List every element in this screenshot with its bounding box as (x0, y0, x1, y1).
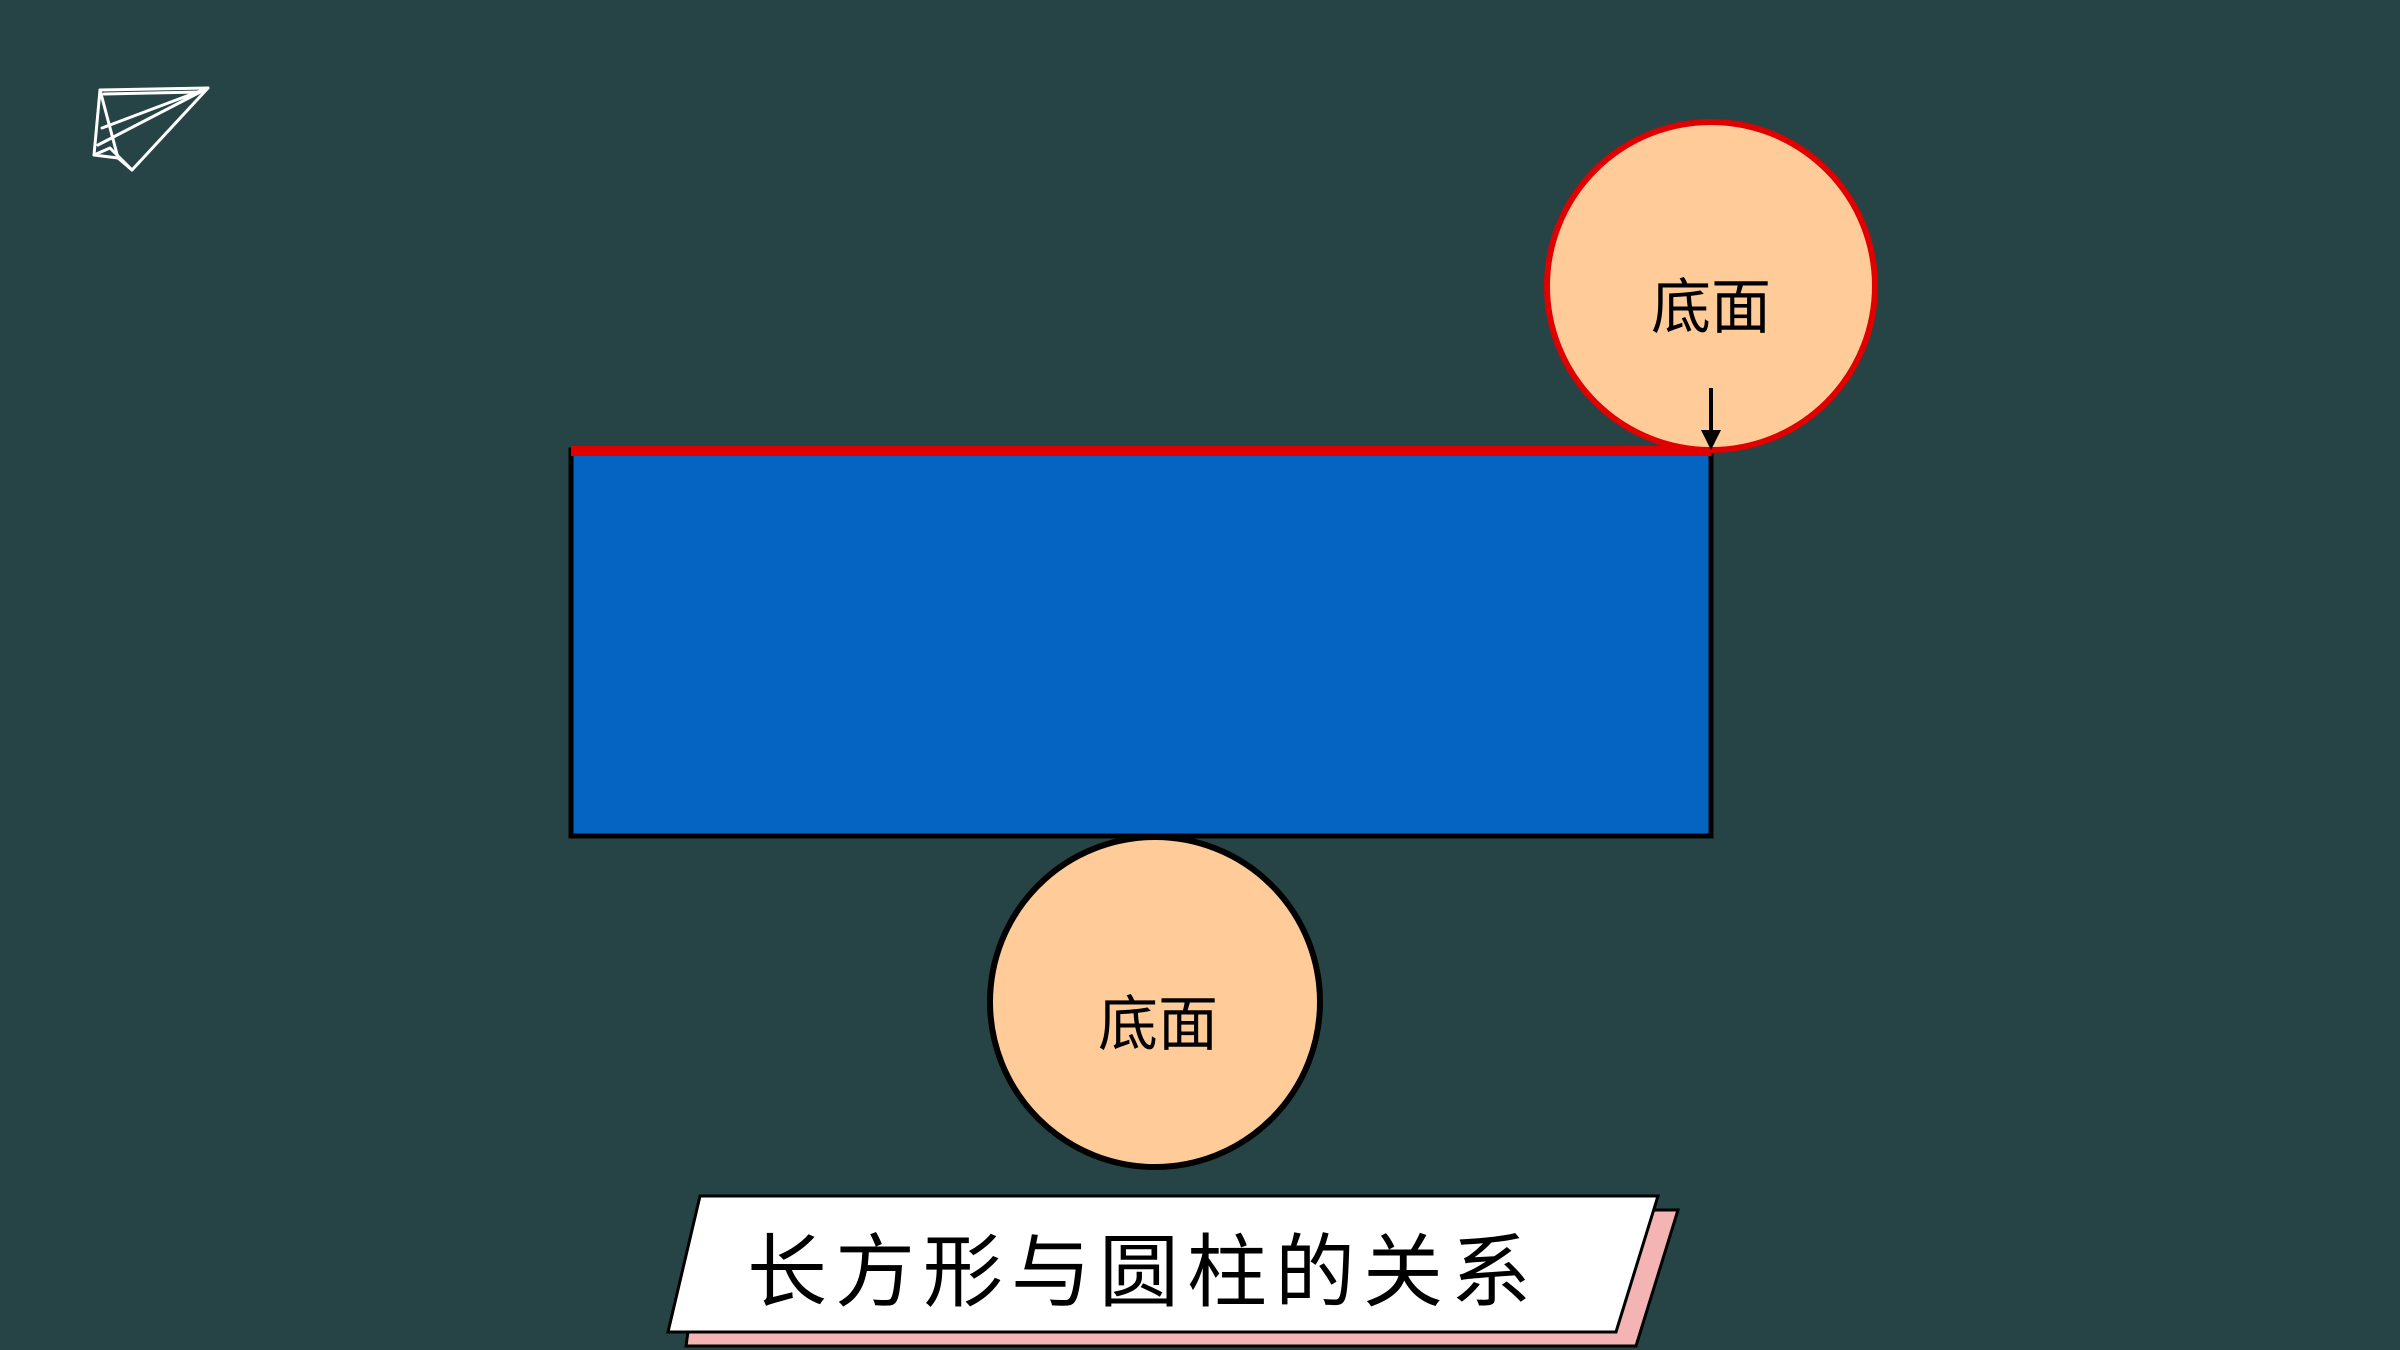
bottom-base-circle (987, 834, 1323, 1170)
title-banner-plate (666, 1194, 1661, 1334)
lateral-rectangle (568, 447, 1714, 839)
bottom-base-label: 底面 (1098, 990, 1218, 1060)
contact-arrow (1701, 388, 1721, 450)
top-base-label: 底面 (1651, 273, 1771, 343)
title-banner: 长方形与圆柱的关系 (666, 1194, 1681, 1348)
paper-plane-icon (92, 86, 210, 172)
page-title: 长方形与圆柱的关系 (747, 1226, 1539, 1319)
